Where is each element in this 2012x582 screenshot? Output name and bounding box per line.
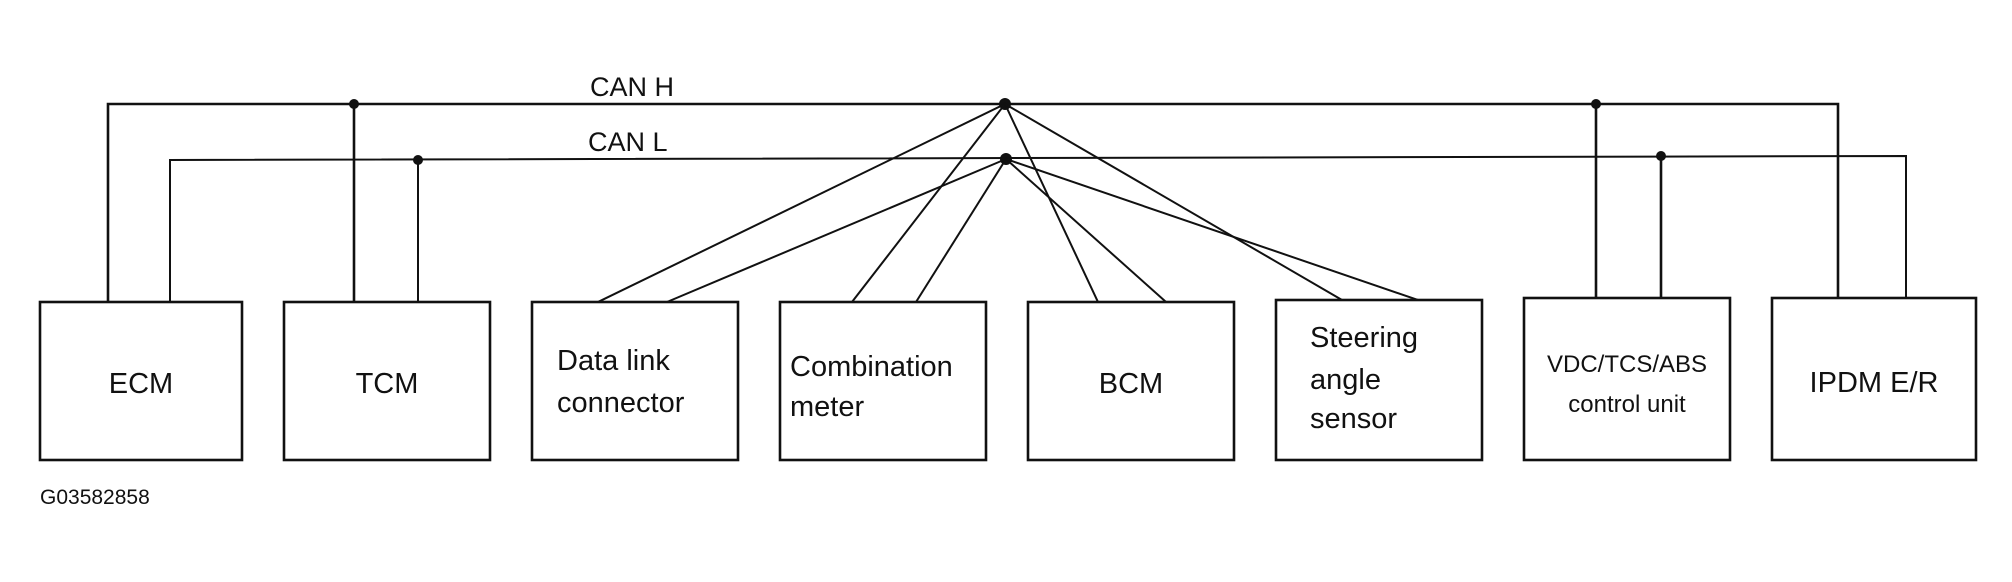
can-l-wire-meter (914, 157, 1008, 304)
unit-steering-label-line2: angle (1310, 364, 1381, 396)
can-l-junction-vdc (1656, 151, 1666, 161)
unit-ipdm-label: IPDM E/R (1810, 367, 1939, 399)
unit-meter-label-line1: Combination (790, 351, 953, 383)
unit-data-link-connector: Data link connector (530, 300, 740, 462)
unit-vdc-label-line1: VDC/TCS/ABS (1547, 351, 1707, 378)
unit-vdc-tcs-abs: VDC/TCS/ABS control unit (1522, 296, 1732, 462)
can-h-bus (106, 98, 1840, 304)
can-h-wire-dlc (596, 102, 1007, 304)
unit-dlc-label-line1: Data link (557, 345, 670, 377)
can-l-bus (169, 151, 1907, 303)
unit-vdc-label-line2: control unit (1568, 391, 1686, 418)
unit-steering-label-line3: sensor (1310, 403, 1397, 435)
unit-tcm-label: TCM (356, 368, 419, 400)
unit-dlc-label-line2: connector (557, 387, 685, 419)
unit-ecm-label: ECM (109, 368, 173, 400)
unit-steering-box (1274, 298, 1484, 462)
unit-combination-meter: Combination meter (778, 300, 988, 462)
unit-vdc-box (1522, 296, 1732, 462)
unit-dlc-box (530, 300, 740, 462)
unit-ecm-box (38, 300, 244, 462)
unit-ipdm-box (1770, 296, 1978, 462)
can-l-wire-bcm (1004, 157, 1168, 304)
unit-tcm-box (282, 300, 492, 462)
can-h-wire-bcm (1003, 102, 1100, 304)
can-h-wire-steering (1003, 102, 1344, 302)
figure-id: G03582858 (40, 486, 150, 509)
unit-ipdm-er: IPDM E/R (1770, 296, 1978, 462)
unit-steering-angle-sensor: Steering angle sensor (1274, 298, 1484, 462)
can-l-line (169, 154, 1907, 303)
can-l-wire-dlc (665, 157, 1008, 304)
can-h-wire-meter (850, 102, 1007, 304)
unit-ecm: ECM (38, 300, 244, 462)
can-l-wire-steering (1004, 157, 1420, 302)
unit-bcm-label: BCM (1099, 368, 1163, 400)
unit-meter-label-line2: meter (790, 391, 864, 423)
can-l-label: CAN L (588, 127, 668, 157)
can-l-junction-tcm (413, 155, 423, 165)
fanout-wires (596, 102, 1420, 304)
can-h-line (106, 102, 1840, 304)
unit-bcm: BCM (1026, 300, 1236, 462)
can-h-label: CAN H (590, 72, 674, 102)
unit-steering-label-line1: Steering (1310, 322, 1418, 354)
can-h-junction-vdc (1591, 99, 1601, 109)
unit-meter-box (778, 300, 988, 462)
can-h-junction-tcm (349, 99, 359, 109)
unit-bcm-box (1026, 300, 1236, 462)
unit-tcm: TCM (282, 300, 492, 462)
